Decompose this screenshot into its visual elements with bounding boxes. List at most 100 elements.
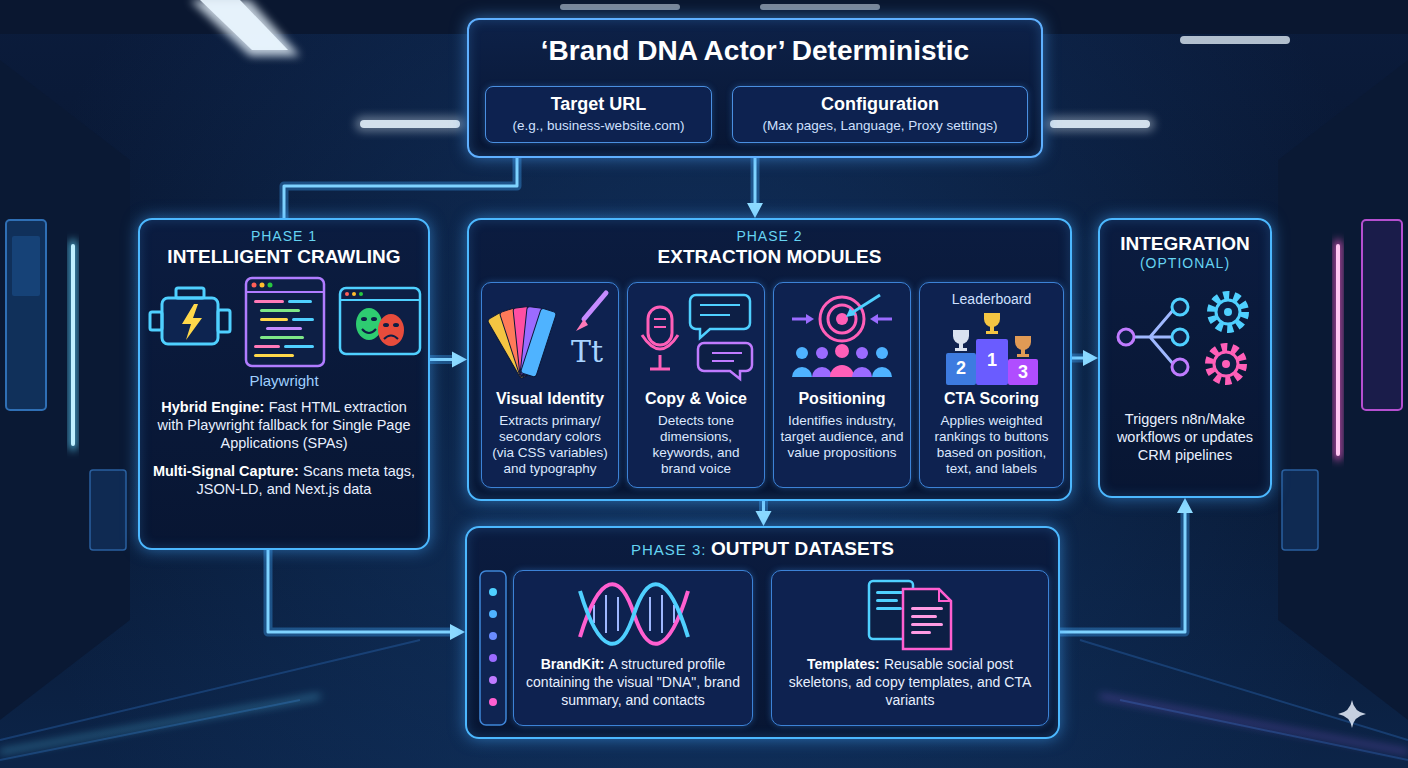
decor-rect xyxy=(911,623,943,626)
decor-polygon xyxy=(846,308,856,317)
text-paragraph: Hybrid Engine:Fast HTML extraction with … xyxy=(152,398,416,452)
module-card: LeaderboardCTA ScoringApplies weighted r… xyxy=(919,282,1064,488)
decor-rect xyxy=(760,4,880,10)
decor-path xyxy=(362,329,376,333)
decor-circle xyxy=(1172,359,1188,375)
decor-line xyxy=(659,355,662,369)
decor-circle xyxy=(1222,360,1230,368)
decor-rect xyxy=(986,331,998,334)
module-text: Identifies industry, target audience, an… xyxy=(780,413,904,461)
decor-line xyxy=(617,597,619,631)
decor-rect xyxy=(70,240,76,450)
phase-label: PHASE 2 xyxy=(479,228,1060,245)
decor-circle xyxy=(489,676,497,684)
decor-rect xyxy=(648,307,672,345)
decor-polygon xyxy=(0,60,130,720)
decor-circle xyxy=(489,632,497,640)
decor-line xyxy=(0,700,300,760)
decor-line xyxy=(673,605,675,623)
decor-rect xyxy=(876,607,902,610)
connector-arrow xyxy=(1060,498,1193,632)
box-note: (Max pages, Language, Proxy settings) xyxy=(739,117,1021,134)
phase-label: PHASE 3: xyxy=(631,541,707,558)
decor-g xyxy=(0,640,1408,760)
module-card: Visual IdentityExtracts primary/ seconda… xyxy=(481,282,619,488)
decor-line xyxy=(0,640,420,740)
box-note: (e.g., business-website.com) xyxy=(492,117,705,134)
decor-path xyxy=(830,365,854,377)
decor-line xyxy=(712,360,734,362)
decor-line xyxy=(712,352,742,354)
text-lead: Templates: xyxy=(807,656,880,672)
decor-path xyxy=(384,336,398,340)
decor-polygon xyxy=(806,314,814,324)
decor-path xyxy=(953,330,969,344)
decor-polygon xyxy=(870,314,878,324)
arrow-head xyxy=(756,511,772,526)
decor-line xyxy=(340,299,420,301)
connector-line xyxy=(754,158,757,208)
decor-rect xyxy=(1021,349,1025,354)
decor-rect xyxy=(260,309,300,312)
dna-icon xyxy=(574,577,694,651)
decor-circle xyxy=(1224,308,1232,316)
connector-arrow xyxy=(756,501,772,526)
decor-line xyxy=(593,605,595,623)
phase-panel: PHASE 2EXTRACTION MODULES Visual Identit… xyxy=(467,218,1072,501)
text-paragraph: PHASE 3:OUTPUT DATASETS xyxy=(477,537,1048,562)
decor-circle xyxy=(836,313,848,325)
connector-arrow xyxy=(430,352,467,368)
decor-circle xyxy=(1216,300,1240,324)
phase-label: PHASE 1 xyxy=(152,228,416,245)
decor-circle xyxy=(489,698,497,706)
decor-circle xyxy=(352,292,356,296)
text-paragraph: Templates:Reusable social post skeletons… xyxy=(782,655,1038,709)
decor-line xyxy=(650,368,670,371)
decor-rect xyxy=(292,318,314,321)
connector-line xyxy=(268,550,455,632)
decor-circle xyxy=(835,344,849,358)
list-strip xyxy=(479,570,507,726)
rank-number: 1 xyxy=(976,350,1008,370)
decor-circle xyxy=(816,347,828,359)
panel-heading: OUTPUT DATASETS xyxy=(711,538,894,559)
decor-circle xyxy=(489,654,497,662)
decor-rect xyxy=(976,339,1008,385)
decor-rect xyxy=(284,345,314,348)
decor-rect xyxy=(246,278,324,366)
decor-circle xyxy=(856,347,868,359)
documents-icon xyxy=(861,577,961,651)
decor-polygon xyxy=(182,304,202,340)
connector-arrow xyxy=(1072,350,1098,366)
output-card: BrandKit:A structured profile containing… xyxy=(513,570,753,726)
decor-rect xyxy=(340,288,420,354)
phase-label: (OPTIONAL) xyxy=(1108,255,1262,272)
decor-circle xyxy=(796,347,808,359)
module-text: Applies weighted rankings to buttons bas… xyxy=(926,413,1057,477)
decor-rect xyxy=(218,310,230,332)
decor-circle xyxy=(359,292,363,296)
decor-path xyxy=(690,295,750,338)
decor-path xyxy=(1134,309,1174,365)
decor-path xyxy=(812,367,832,377)
decor-line xyxy=(654,318,666,320)
text-paragraph: BrandKit:A structured profile containing… xyxy=(524,655,742,709)
decor-circle xyxy=(1214,352,1238,376)
connector-line xyxy=(284,158,517,218)
engine-name: Playwright xyxy=(152,372,416,390)
decor-ellipse xyxy=(393,323,399,327)
decor-rect xyxy=(288,300,312,303)
decor-rect xyxy=(1335,240,1341,460)
decor-line xyxy=(700,304,740,306)
target-icon xyxy=(780,289,904,381)
decor-circle xyxy=(820,297,864,341)
workflow-icon xyxy=(1110,282,1260,392)
decor-path xyxy=(852,367,872,377)
decor-circle xyxy=(828,305,856,333)
module-card: Copy & VoiceDetects tone dimensions, key… xyxy=(627,282,765,488)
decor-rect xyxy=(955,348,967,351)
decor-line xyxy=(700,314,730,316)
decor-circle xyxy=(1209,347,1243,381)
